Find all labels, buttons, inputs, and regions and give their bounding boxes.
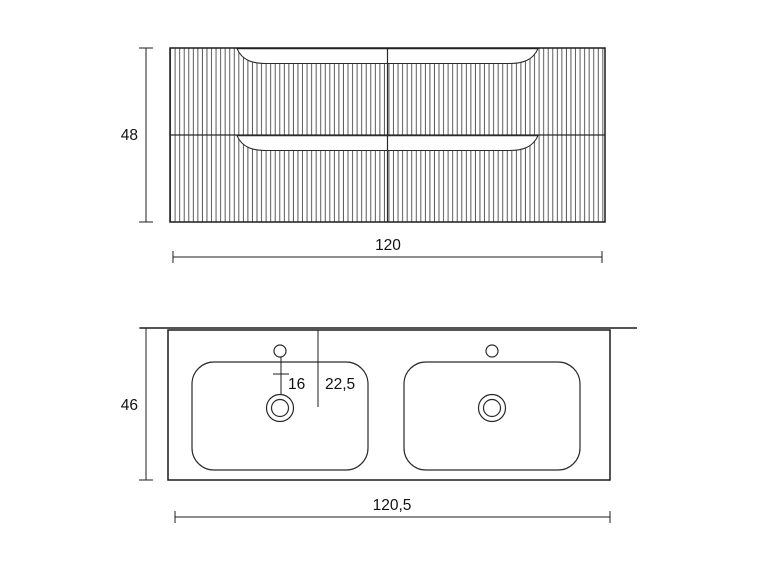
cabinet-outline	[169, 47, 606, 223]
counter-width-label: 120,5	[373, 497, 412, 514]
dim-cabinet-height: 48	[121, 47, 153, 223]
dim-drain-offset: 22,5	[317, 330, 355, 407]
cabinet-front-view	[169, 47, 606, 223]
dim-counter-depth: 46	[121, 327, 153, 481]
drain-left-inner	[270, 398, 290, 418]
cabinet-width-label: 120	[375, 237, 401, 254]
drain-right-outer	[477, 393, 507, 423]
faucet-hole-right	[485, 344, 499, 358]
dim-counter-width: 120,5	[174, 497, 611, 523]
cabinet-height-label: 48	[121, 127, 138, 144]
washbasin-plan-view	[140, 327, 637, 481]
faucet-hole-left	[273, 344, 287, 358]
faucet-drain-label: 16	[288, 376, 305, 393]
drain-offset-label: 22,5	[325, 376, 355, 393]
drain-right-inner	[482, 398, 502, 418]
basin-left	[191, 361, 369, 471]
dim-faucet-drain: 16	[273, 357, 305, 394]
drain-left-outer	[265, 393, 295, 423]
counter-depth-label: 46	[121, 397, 138, 414]
basin-right	[403, 361, 581, 471]
dim-cabinet-width: 120	[172, 237, 603, 263]
countertop-outline	[167, 329, 611, 481]
